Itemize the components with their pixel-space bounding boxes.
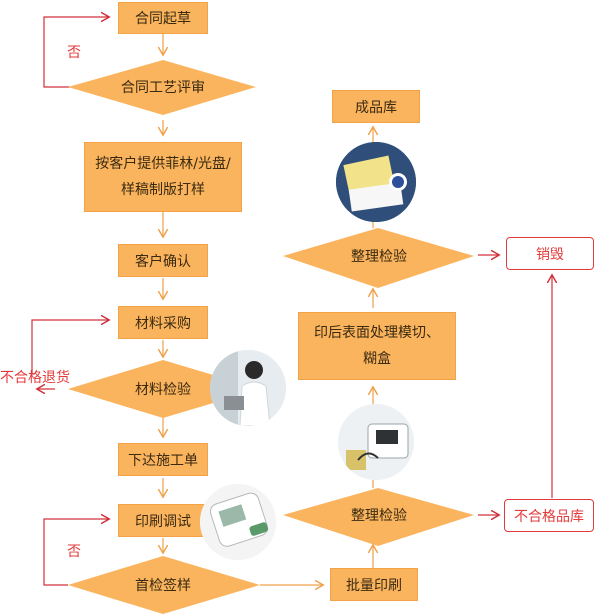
label-reject-return: 不合格退货	[0, 370, 70, 386]
node-sample-making: 按客户提供菲林/光盘/样稿制版打样	[84, 142, 242, 212]
node-post-process: 印后表面处理模切、糊盒	[298, 312, 456, 380]
inspection-device-photo	[338, 404, 414, 480]
node-customer-confirm: 客户确认	[118, 244, 208, 277]
print-meter-photo	[200, 484, 276, 560]
node-contract-draft: 合同起草	[118, 2, 208, 34]
node-print-debug: 印刷调试	[118, 504, 208, 537]
diamond-first-sample	[68, 556, 260, 614]
diamond-sort-inspect-1	[283, 488, 474, 546]
node-finished-store: 成品库	[332, 90, 420, 123]
label-sort-inspect-2: 整理检验	[351, 249, 407, 265]
diamond-material-inspect	[68, 360, 260, 418]
node-reject-store: 不合格品库	[504, 499, 594, 532]
node-material-purchase: 材料采购	[118, 306, 208, 339]
lab-inspector-photo	[210, 350, 286, 426]
finished-product-photo	[336, 142, 416, 222]
arrow-review-no-loop	[43, 17, 108, 88]
node-issue-order: 下达施工单	[118, 443, 208, 476]
label-material-inspect: 材料检验	[135, 382, 191, 398]
arrow-return-to-purchase	[31, 320, 108, 375]
node-mass-print: 批量印刷	[330, 568, 418, 601]
arrow-first-sample-no-loop	[43, 519, 108, 586]
label-no-2: 否	[67, 544, 81, 560]
label-first-sample: 首检签样	[135, 578, 191, 594]
diamond-sort-inspect-2	[283, 228, 474, 288]
node-destroy: 销毁	[506, 237, 594, 270]
diamond-contract-review	[68, 60, 256, 115]
label-no-1: 否	[67, 45, 81, 61]
label-sort-inspect-1: 整理检验	[351, 508, 407, 524]
label-contract-review: 合同工艺评审	[121, 80, 205, 96]
